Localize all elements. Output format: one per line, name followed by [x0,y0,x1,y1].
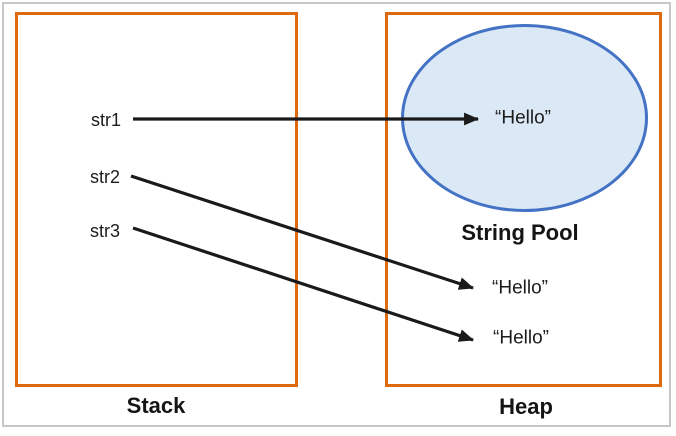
variable-label-str2: str2 [89,167,121,187]
string-pool-label: String Pool [461,220,579,245]
string-pool-value: “Hello” [495,107,551,129]
heap-label: Heap [499,394,553,419]
heap-object-value-1: “Hello” [492,277,548,299]
stack-box [15,12,298,387]
stack-label: Stack [126,393,186,418]
variable-label-str1: str1 [90,110,122,130]
variable-label-str3: str3 [89,221,121,241]
heap-object-value-2: “Hello” [493,327,549,349]
